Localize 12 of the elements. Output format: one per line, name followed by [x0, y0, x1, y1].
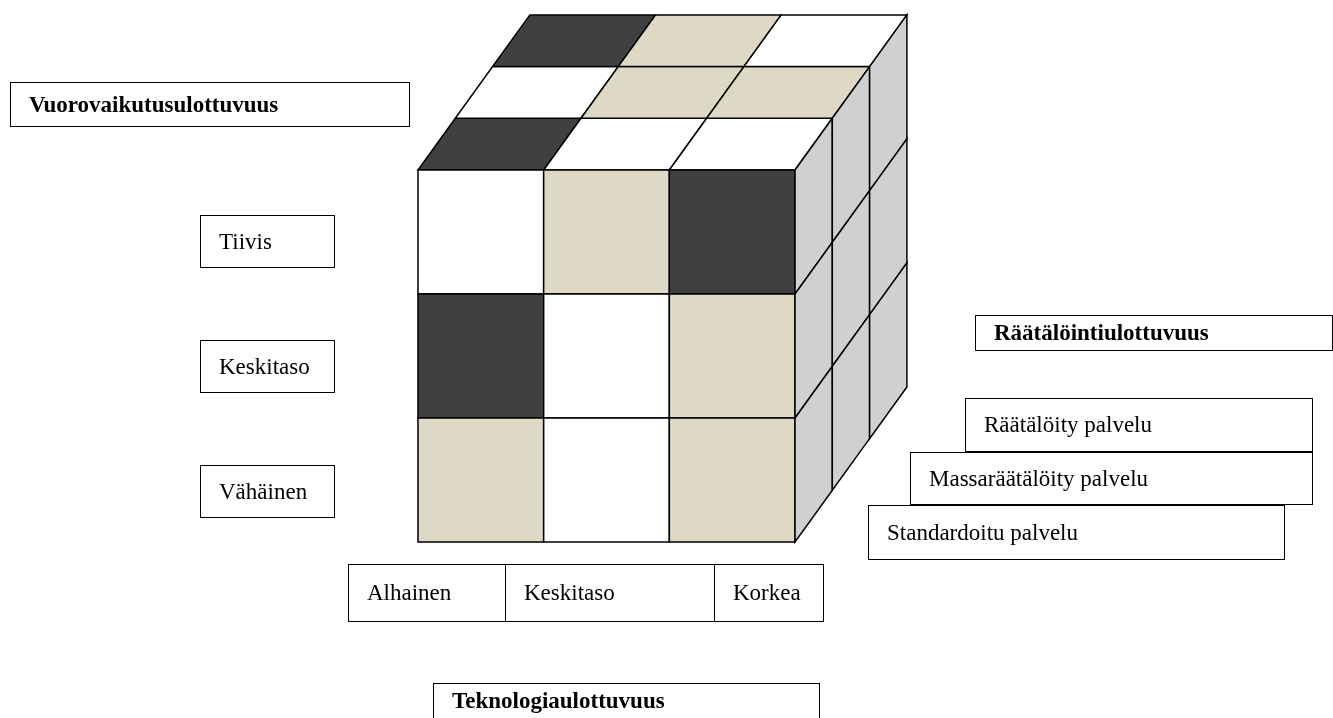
level-label: Tiivis	[200, 215, 335, 268]
axis-title: Vuorovaikutusulottuvuus	[10, 82, 410, 127]
level-label: Keskitaso	[200, 340, 335, 393]
axis-title: Räätälöintiulottuvuus	[975, 315, 1333, 351]
level-label: Alhainen	[348, 564, 506, 622]
level-label: Vähäinen	[200, 465, 335, 518]
level-label: Standardoitu palvelu	[868, 505, 1285, 560]
level-label: Räätälöity palvelu	[965, 398, 1313, 452]
level-label: Massaräätälöity palvelu	[910, 452, 1313, 505]
axis-title: Teknologiaulottuvuus	[433, 683, 820, 718]
level-label: Keskitaso	[505, 564, 715, 622]
level-label: Korkea	[714, 564, 824, 622]
